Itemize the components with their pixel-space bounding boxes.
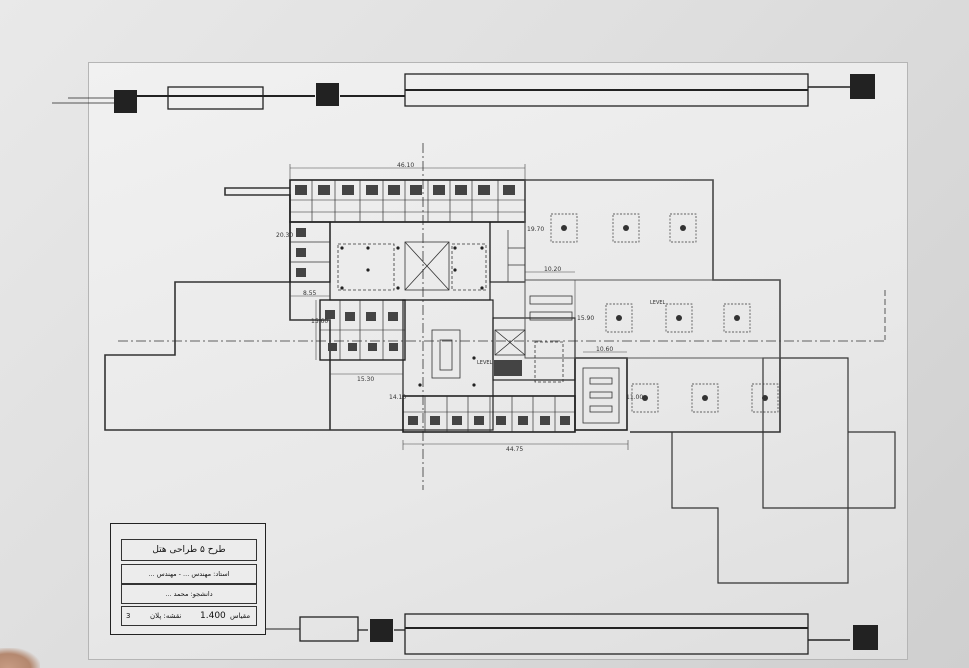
core-elements bbox=[337, 241, 620, 424]
dimension-label: 15.90 bbox=[577, 315, 595, 322]
student-line: دانشجو: محمد ... bbox=[121, 584, 257, 604]
project-title: طرح ۵ طراحی هتل bbox=[121, 539, 257, 561]
advisor-line: استاد: مهندس ... - مهندس ... bbox=[121, 564, 257, 584]
dimension-label: 10.20 bbox=[544, 266, 562, 273]
dimension-label: 15.60 bbox=[311, 318, 329, 325]
dimension-label: 11.00 bbox=[626, 394, 644, 401]
dimension-label: 15.30 bbox=[357, 376, 375, 383]
scale-label: مقیاس bbox=[230, 612, 251, 620]
title-block: طرح ۵ طراحی هتل استاد: مهندس ... - مهندس… bbox=[110, 523, 266, 635]
level-marker: LEVEL bbox=[650, 300, 666, 306]
dimension-label: 8.55 bbox=[303, 290, 317, 297]
dimension-label: 44.75 bbox=[506, 446, 524, 453]
corner-marker-icon bbox=[850, 74, 875, 99]
corner-marker-icon bbox=[316, 83, 339, 106]
room-partitions bbox=[290, 180, 556, 432]
building-plan bbox=[289, 179, 781, 433]
landscape-outline bbox=[671, 357, 896, 584]
dimension-label: 10.60 bbox=[596, 346, 614, 353]
sheet-number: 3 bbox=[126, 612, 131, 620]
dimension-label: 46.10 bbox=[397, 162, 415, 169]
outdoor-tables bbox=[550, 213, 779, 413]
dimension-label: 19.70 bbox=[527, 226, 545, 233]
scale-row: 3 نقشه: پلان 1.400 مقیاس bbox=[121, 606, 257, 626]
dimension-label: 14.10 bbox=[389, 394, 407, 401]
top-border-decoration bbox=[52, 73, 850, 110]
sheet-label: نقشه: پلان bbox=[150, 612, 182, 620]
corner-marker-icon bbox=[370, 619, 393, 642]
dimension-label: 20.30 bbox=[276, 232, 294, 239]
dimension-lines bbox=[289, 164, 629, 450]
table-centers bbox=[561, 225, 768, 401]
level-marker: LEVEL bbox=[477, 360, 493, 366]
site-outline-right bbox=[525, 179, 781, 433]
corner-marker-icon bbox=[114, 90, 137, 113]
bottom-border-decoration bbox=[200, 613, 850, 655]
column-markers bbox=[340, 246, 484, 387]
corner-marker-icon bbox=[853, 625, 878, 650]
room-furniture bbox=[295, 185, 570, 425]
finger-in-frame bbox=[0, 648, 40, 668]
site-outline-left bbox=[104, 281, 403, 431]
scale-value: 1.400 bbox=[200, 611, 226, 621]
